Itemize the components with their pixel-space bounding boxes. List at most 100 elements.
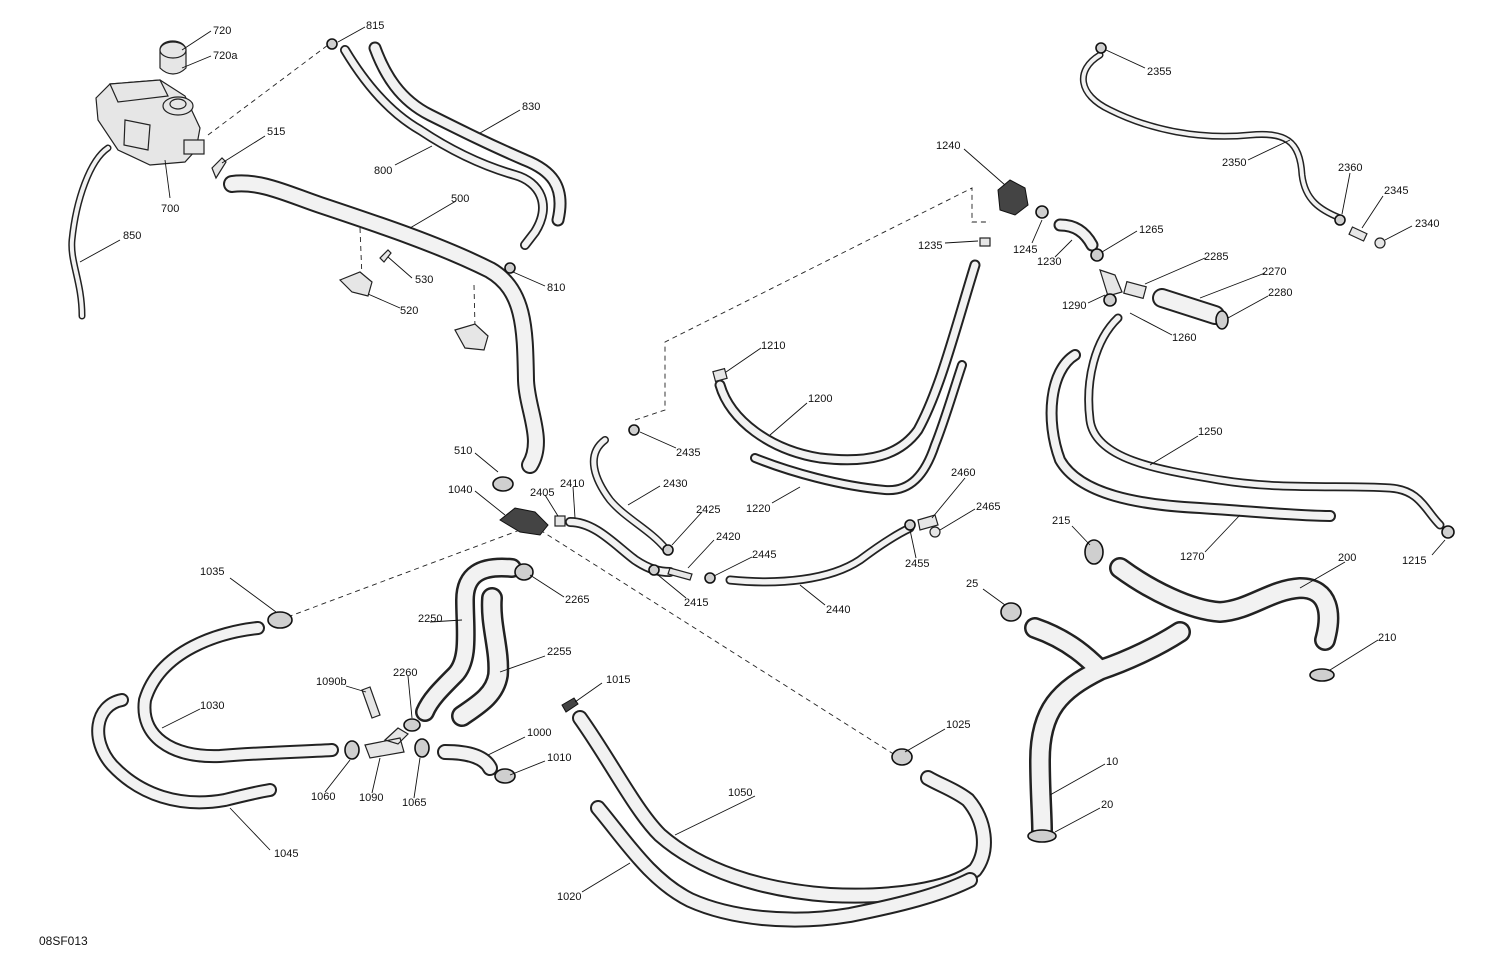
hose-1250 (1084, 313, 1445, 530)
callout-1260: 1260 (1172, 332, 1196, 344)
callout-2420: 2420 (716, 531, 740, 543)
fitting-515 (211, 157, 227, 180)
fitting-2340 (1374, 237, 1386, 249)
callout-10: 10 (1106, 756, 1118, 768)
hose-2410 (565, 517, 675, 577)
callout-2445: 2445 (752, 549, 776, 561)
callout-500: 500 (451, 193, 469, 205)
clamp-2415 (648, 564, 660, 576)
callout-1045: 1045 (274, 848, 298, 860)
callout-530: 530 (415, 274, 433, 286)
tee-2420 (667, 567, 693, 581)
hose-2250 (415, 557, 522, 722)
fitting-2285 (1123, 280, 1147, 300)
dashed-connection-lines (207, 44, 990, 756)
fitting-1290 (1099, 269, 1123, 297)
callout-2250: 2250 (418, 613, 442, 625)
callout-2455: 2455 (905, 558, 929, 570)
callout-2410: 2410 (560, 478, 584, 490)
fitting-2345 (1348, 226, 1368, 242)
clamp-210 (1309, 668, 1335, 682)
callout-1035: 1035 (200, 566, 224, 578)
hose-1030 (137, 621, 339, 764)
callout-1215: 1215 (1402, 555, 1426, 567)
clamp-2425 (662, 544, 674, 556)
hose-2440 (725, 523, 915, 587)
clamp-815 (326, 38, 338, 50)
clamp-2360 (1334, 214, 1346, 226)
fitting-1015 (561, 697, 579, 713)
callout-210: 210 (1378, 632, 1396, 644)
clamp-1060 (344, 740, 360, 760)
callout-1265: 1265 (1139, 224, 1163, 236)
hose-1200 (714, 259, 981, 466)
callout-1200: 1200 (808, 393, 832, 405)
thermostat-housing-1040 (499, 507, 549, 536)
callout-20: 20 (1101, 799, 1113, 811)
fitting-2405 (554, 515, 566, 527)
callout-800: 800 (374, 165, 392, 177)
callout-1220: 1220 (746, 503, 770, 515)
hose-1230 (1053, 218, 1099, 252)
callout-2280: 2280 (1268, 287, 1292, 299)
callout-515: 515 (267, 126, 285, 138)
screw-530 (379, 249, 392, 263)
callout-1065: 1065 (402, 797, 426, 809)
clamp-2265 (514, 563, 534, 581)
hose-830 (368, 41, 567, 227)
hoses (68, 41, 1445, 928)
callout-2465: 2465 (976, 501, 1000, 513)
hose-500 (223, 174, 545, 474)
clamp-25 (1000, 602, 1022, 622)
leader-lines (79, 26, 1446, 893)
callout-2440: 2440 (826, 604, 850, 616)
callout-510: 510 (454, 445, 472, 457)
hose-1260 (1152, 288, 1225, 325)
callout-2360: 2360 (1338, 162, 1362, 174)
callout-720: 720 (213, 25, 231, 37)
coolant-reservoir (95, 79, 205, 166)
callout-1060: 1060 (311, 791, 335, 803)
housing-1240 (997, 179, 1029, 216)
callout-720a: 720a (213, 50, 238, 62)
callout-2430: 2430 (663, 478, 687, 490)
callout-830: 830 (522, 101, 540, 113)
hose-10 (1024, 617, 1191, 841)
callout-1270: 1270 (1180, 551, 1204, 563)
clamp-20 (1027, 829, 1057, 843)
hose-2350 (1080, 51, 1344, 222)
callout-1290: 1290 (1062, 300, 1086, 312)
clamp-1215 (1441, 525, 1455, 539)
clamp-1025 (891, 748, 913, 766)
hose-1045 (91, 693, 277, 810)
sensor-1090b (361, 686, 381, 719)
clamp-2435 (628, 424, 640, 436)
clamp-1265 (1090, 248, 1104, 262)
callout-1240: 1240 (936, 140, 960, 152)
hose-2430 (589, 436, 669, 552)
callout-2415: 2415 (684, 597, 708, 609)
hose-1220 (750, 360, 967, 496)
callout-2340: 2340 (1415, 218, 1439, 230)
hose-200 (1109, 557, 1340, 651)
callout-2435: 2435 (676, 447, 700, 459)
clamp-810 (504, 262, 516, 274)
callout-200: 200 (1338, 552, 1356, 564)
callout-1000: 1000 (527, 727, 551, 739)
callout-1245: 1245 (1013, 244, 1037, 256)
callout-1030: 1030 (200, 700, 224, 712)
hose-1020 (590, 800, 978, 928)
callout-1235: 1235 (918, 240, 942, 252)
callout-2270: 2270 (1262, 266, 1286, 278)
hose-800 (340, 45, 548, 250)
callout-815: 815 (366, 20, 384, 32)
callout-1210: 1210 (761, 340, 785, 352)
callout-labels: 720 720a 815 830 515 800 700 500 850 530… (39, 20, 1439, 948)
bracket-520-a (338, 271, 373, 297)
callout-2285: 2285 (1204, 251, 1228, 263)
clamp-2455 (904, 519, 916, 531)
hose-1000 (437, 744, 498, 776)
callout-2265: 2265 (565, 594, 589, 606)
clamp-510 (492, 476, 514, 492)
